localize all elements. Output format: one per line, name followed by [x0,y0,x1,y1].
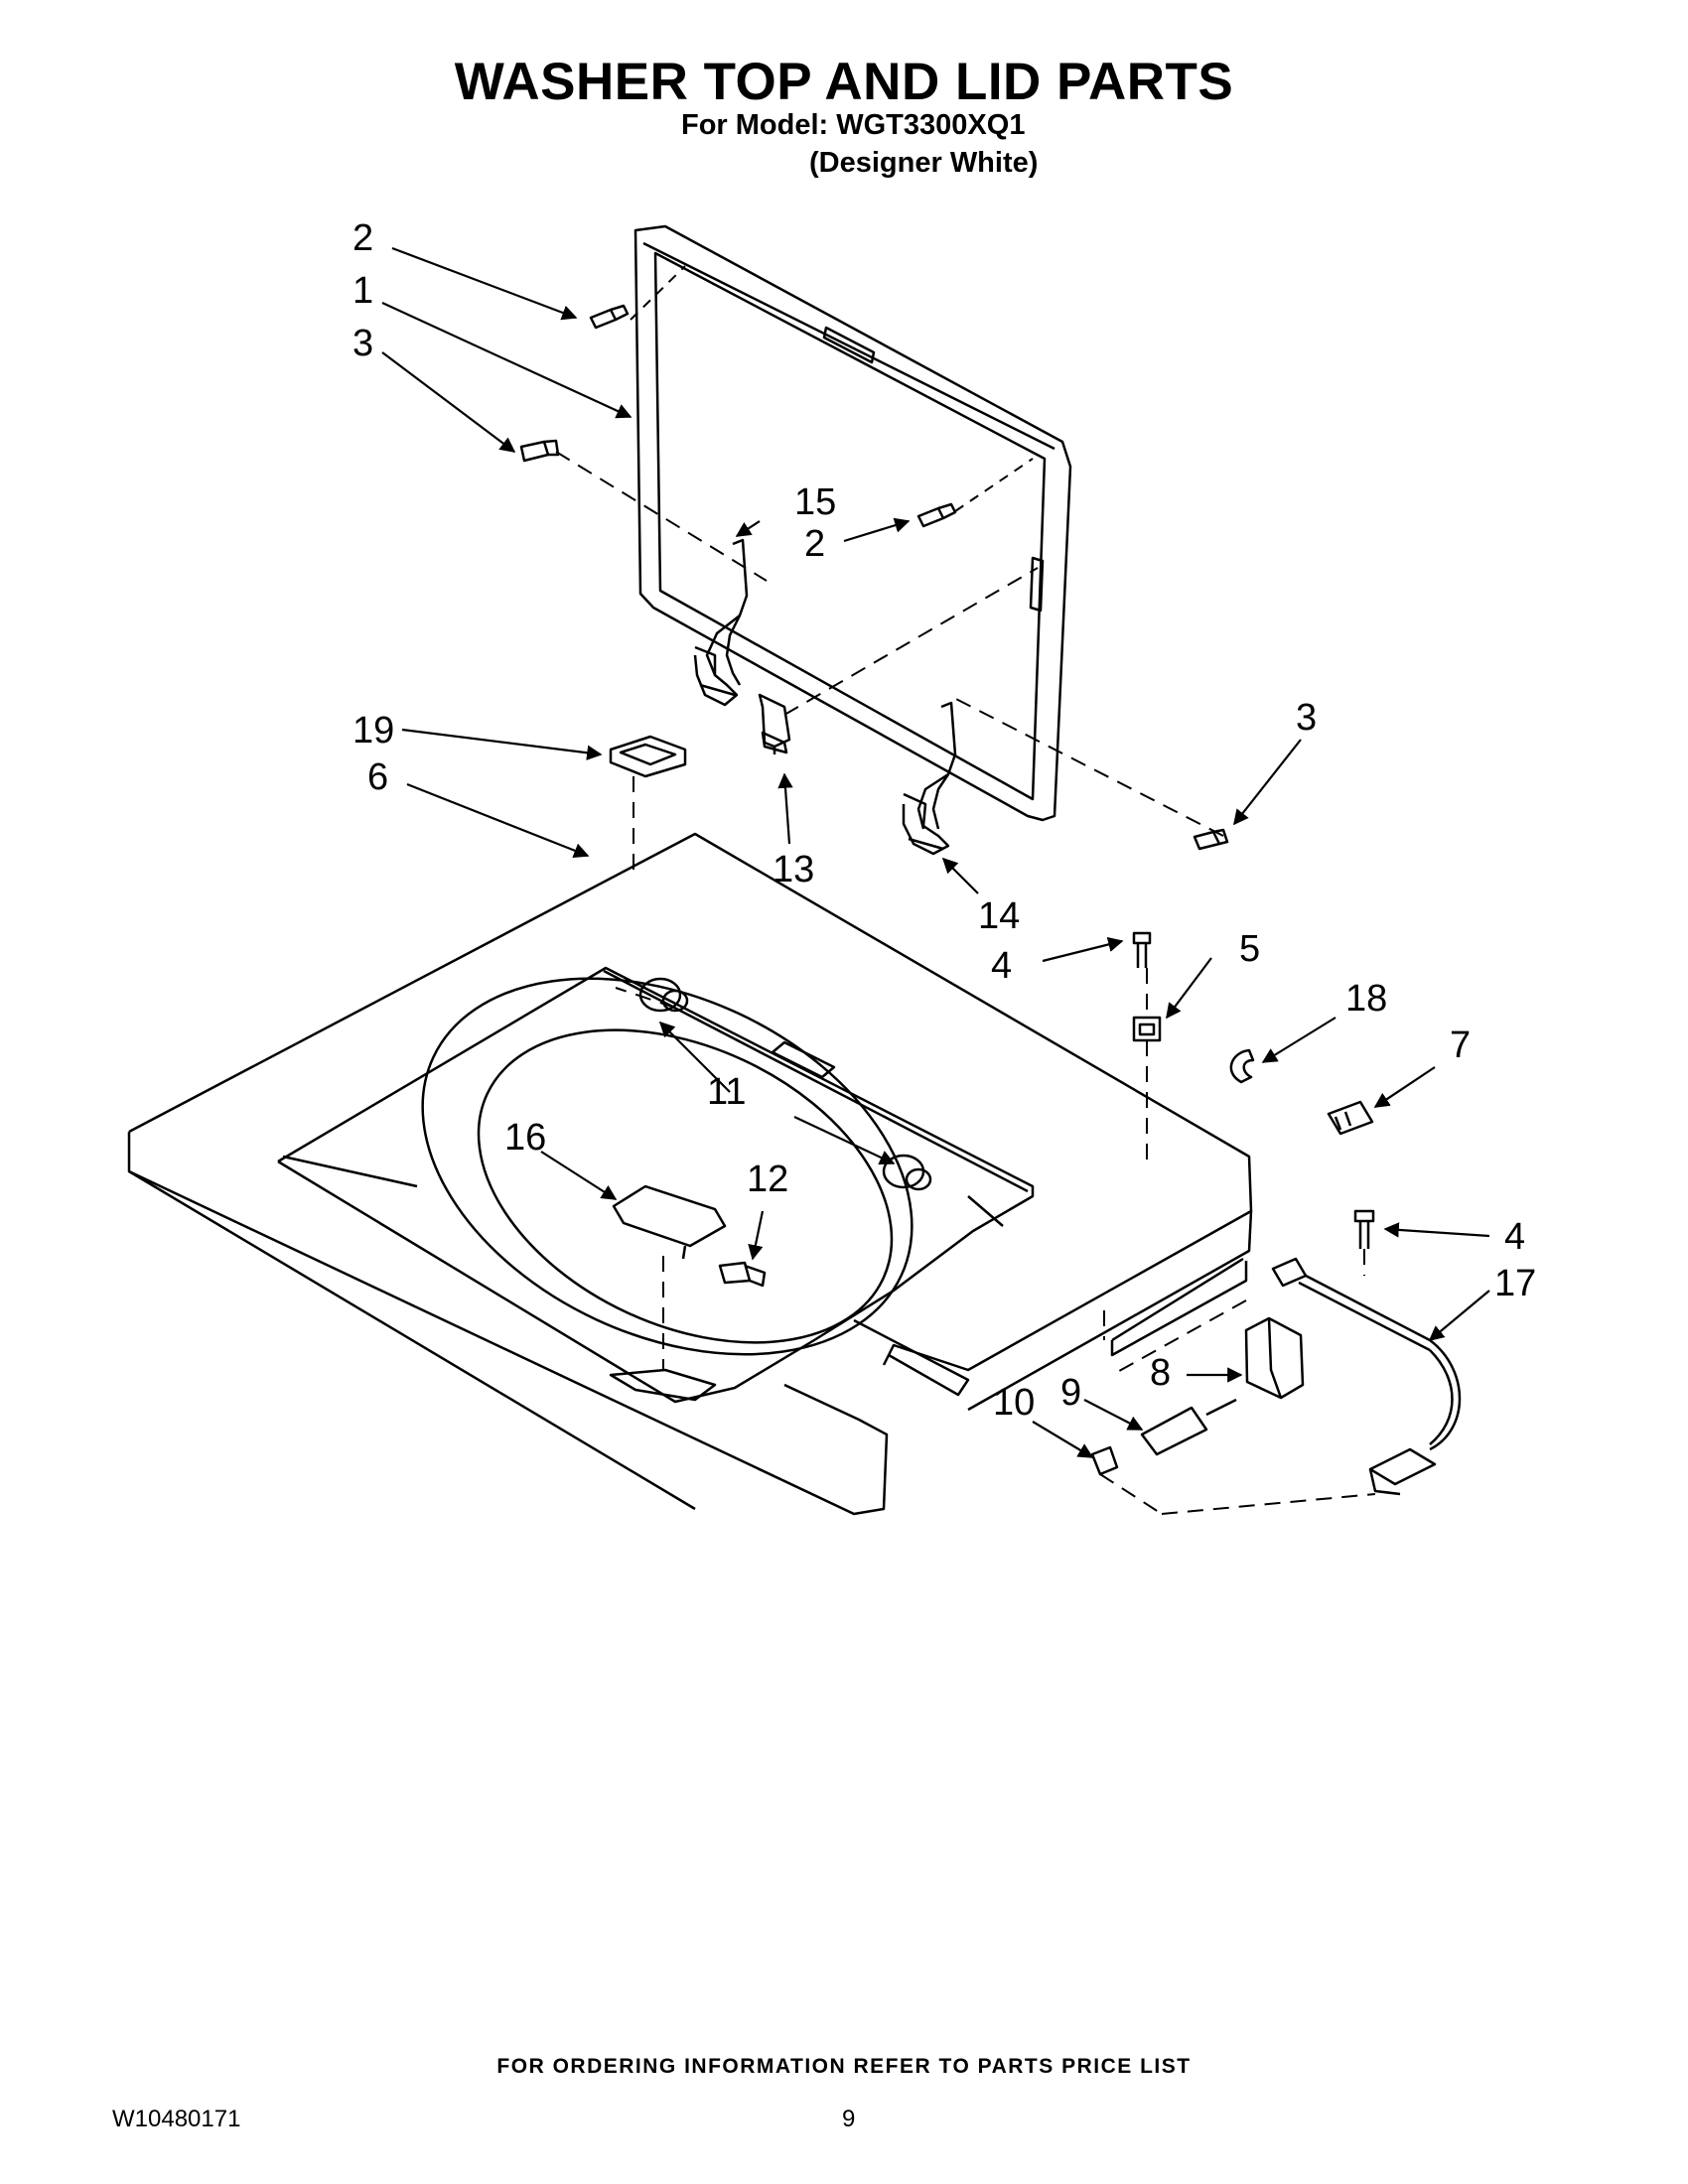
screw-upper [1132,931,1152,968]
callout-5: 5 [1239,928,1260,970]
callout-1: 1 [352,270,373,312]
model-line: For Model: WGT3300XQ1 [681,109,1026,141]
lid-switch-bracket [609,735,687,778]
lid-screw-left [519,439,560,463]
lid-switch [1244,1316,1305,1400]
callout-3-right: 3 [1296,697,1317,739]
callout-4-upper: 4 [991,945,1012,987]
washer-top [127,832,1253,1516]
nut-clip [1132,1016,1162,1042]
callout-14: 14 [978,895,1020,937]
hinge-pin-top [589,304,630,330]
callout-19: 19 [352,710,394,751]
callout-8: 8 [1150,1352,1171,1394]
page-title: WASHER TOP AND LID PARTS [454,53,1234,111]
callout-15: 15 [794,481,836,523]
callout-12: 12 [747,1159,788,1200]
actuator-clip [1090,1445,1119,1476]
hinge-pin-right [916,502,957,528]
color-line: (Designer White) [809,147,1039,179]
wire-clip [1229,1048,1255,1084]
hinge-left [693,538,749,707]
callout-2-right: 2 [804,523,825,565]
switch-plug [1327,1100,1374,1136]
callout-11: 11 [707,1071,746,1113]
callout-13: 13 [773,849,814,890]
callout-10: 10 [993,1382,1035,1424]
callout-9: 9 [1060,1372,1081,1414]
callout-6: 6 [367,756,388,798]
rear-panel [1110,1257,1248,1357]
document-number: W10480171 [112,2106,241,2132]
callout-18: 18 [1345,978,1387,1020]
callout-2-top: 2 [352,217,373,259]
hinge-right [902,701,957,856]
dispenser-cap [612,1184,727,1260]
lid-bumper-right [882,1154,932,1191]
lid-bumper-left [638,977,689,1013]
wire-harness [1271,1257,1462,1496]
callout-17: 17 [1494,1263,1536,1304]
top-screw [718,1261,767,1288]
screw-lower [1353,1209,1375,1249]
ordering-note: FOR ORDERING INFORMATION REFER TO PARTS … [496,2055,1192,2078]
callout-3-left: 3 [352,323,373,364]
page-number: 9 [842,2106,856,2132]
hinge-clip [758,693,791,754]
lid-screw-right [1193,828,1229,851]
lid-actuator [1140,1398,1237,1456]
callout-16: 16 [504,1117,546,1159]
callout-4-lower: 4 [1504,1216,1525,1258]
callout-7: 7 [1450,1024,1471,1066]
lid-frame [633,224,1072,822]
